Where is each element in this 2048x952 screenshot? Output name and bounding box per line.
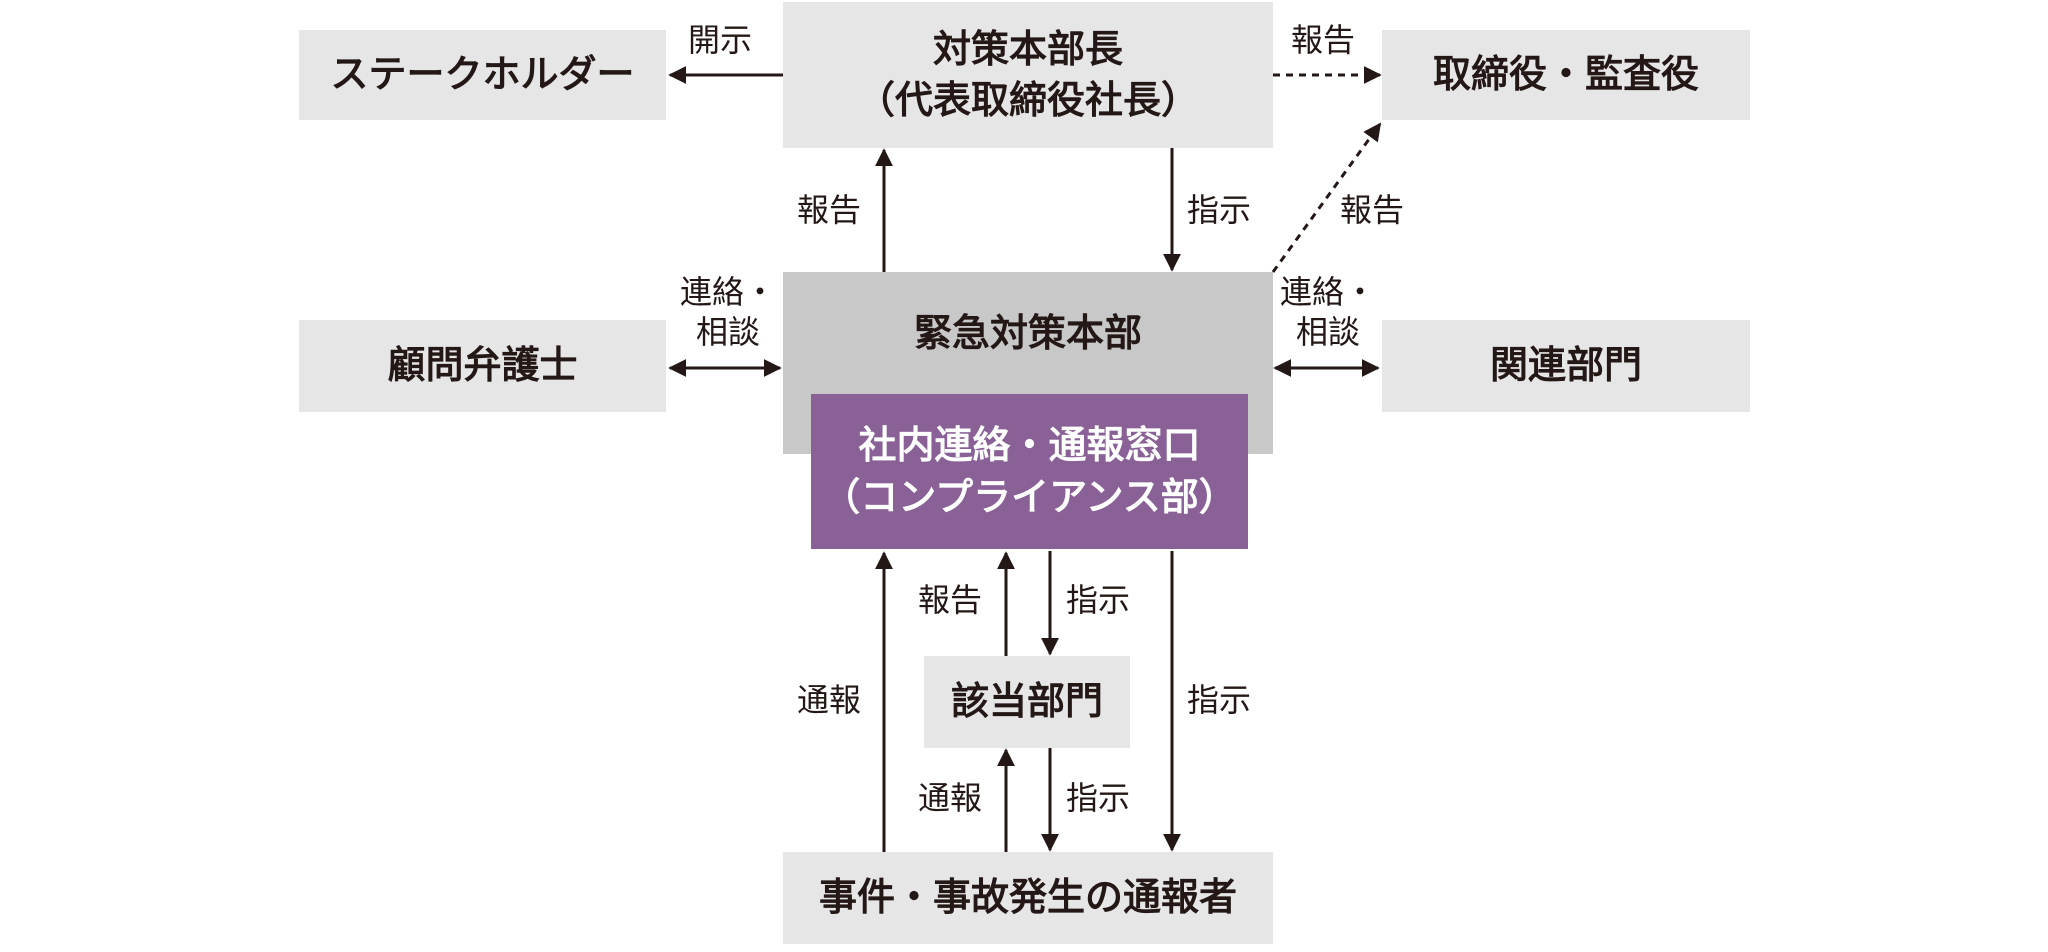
label-report-inner: 報告	[918, 581, 983, 619]
relevant-dept-label: 該当部門	[950, 679, 1103, 724]
reporter-box: 事件・事故発生の通報者	[783, 852, 1273, 944]
relevant-dept-box: 該当部門	[924, 656, 1130, 748]
label-instruct-down: 指示	[1187, 191, 1252, 229]
label-instruct-right: 指示	[1187, 681, 1252, 719]
label-notify-lower: 通報	[918, 779, 983, 817]
emergency-hq-label: 緊急対策本部	[913, 311, 1142, 355]
label-liaise-right-line2: 相談	[1296, 313, 1361, 351]
reporter-label: 事件・事故発生の通報者	[818, 875, 1237, 920]
hq-head-subtitle: （代表取締役社長）	[856, 78, 1199, 122]
hq-head-box: 対策本部長 （代表取締役社長）	[783, 2, 1273, 148]
label-report-up: 報告	[797, 191, 862, 229]
label-report-diagonal: 報告	[1340, 191, 1405, 229]
lawyer-box: 顧問弁護士	[299, 320, 666, 412]
compliance-contact-label: 社内連絡・通報窓口	[858, 423, 1201, 468]
stakeholder-box: ステークホルダー	[299, 30, 666, 120]
label-liaise-left: 連絡・ 相談	[680, 272, 776, 352]
related-dept-box: 関連部門	[1382, 320, 1750, 412]
label-notify-left: 通報	[797, 681, 862, 719]
label-liaise-right: 連絡・ 相談	[1280, 272, 1376, 352]
label-instruct-inner: 指示	[1066, 581, 1131, 619]
directors-label: 取締役・監査役	[1432, 52, 1699, 97]
label-liaise-right-line1: 連絡・	[1280, 273, 1377, 311]
arrow-report-diagonal-dashed	[1271, 122, 1382, 273]
label-liaise-left-line2: 相談	[696, 313, 761, 351]
directors-box: 取締役・監査役	[1382, 30, 1750, 120]
compliance-contact-box: 社内連絡・通報窓口 （コンプライアンス部）	[811, 394, 1248, 549]
lawyer-label: 顧問弁護士	[387, 343, 578, 388]
label-report-top: 報告	[1291, 21, 1356, 59]
stakeholder-label: ステークホルダー	[330, 52, 635, 97]
label-disclose: 開示	[688, 21, 753, 59]
related-dept-label: 関連部門	[1489, 343, 1642, 388]
label-instruct-lower: 指示	[1066, 779, 1131, 817]
label-liaise-left-line1: 連絡・	[680, 273, 777, 311]
compliance-contact-subtitle: （コンプライアンス部）	[822, 474, 1237, 519]
hq-head-label: 対策本部長	[932, 26, 1123, 71]
